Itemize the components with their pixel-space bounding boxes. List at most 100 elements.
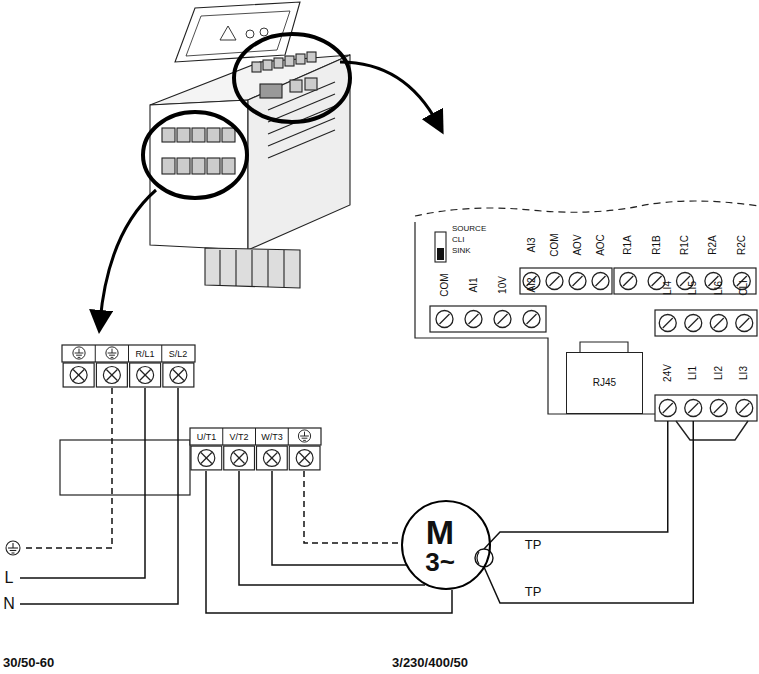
terminal-label: V/T2 — [230, 432, 249, 441]
terminal-label: LI3 — [739, 366, 749, 380]
motor-letter: M — [426, 515, 454, 549]
drive-illustration — [307, 52, 316, 62]
terminal-block — [523, 311, 540, 328]
power-terminal-block — [298, 430, 310, 442]
drive-illustration — [162, 128, 175, 142]
power-terminal-block — [95, 345, 96, 362]
terminal-block — [736, 315, 753, 332]
drive-illustration — [260, 28, 268, 36]
power-terminal-block — [96, 363, 127, 387]
power-terminal-block — [161, 345, 162, 362]
terminal-label: R1C — [680, 235, 690, 255]
power-terminal-block — [63, 363, 94, 387]
wire — [239, 471, 425, 585]
terminal-label: LI2 — [714, 366, 724, 380]
drive-illustration — [192, 128, 205, 142]
drive-illustration — [305, 78, 317, 90]
power-terminal-block — [222, 428, 223, 445]
terminal-label: W/T3 — [261, 432, 283, 441]
terminal-label: AOC — [596, 234, 606, 256]
terminal-label: R1B — [652, 235, 662, 254]
drive-illustration — [285, 56, 294, 66]
drive-illustration — [267, 250, 268, 287]
selector-switch — [435, 232, 446, 262]
motor-rating: 3/230/400/50 — [392, 656, 468, 669]
wire — [20, 388, 145, 578]
drive-illustration — [283, 250, 284, 287]
drive-illustration — [260, 84, 282, 98]
power-terminal-block — [128, 345, 129, 362]
terminal-label: AOV — [573, 234, 583, 255]
drive-illustration — [150, 100, 248, 250]
power-terminal-block — [62, 345, 195, 362]
terminal-block — [430, 306, 546, 332]
jumper-bracket — [676, 421, 748, 440]
panel-outline — [415, 222, 655, 414]
drive-illustration — [248, 55, 350, 250]
terminal-label: R2A — [708, 235, 718, 254]
power-terminal-block — [106, 347, 118, 359]
pointer-arrow — [340, 62, 438, 124]
terminal-block — [494, 311, 511, 328]
drive-illustration — [268, 130, 335, 158]
drive-illustration — [207, 128, 220, 142]
terminal-label: AI3 — [527, 237, 537, 252]
drive-illustration — [177, 128, 190, 142]
port-label: RJ45 — [593, 378, 616, 388]
terminal-block — [736, 400, 753, 417]
supply-rating: 30/50-60 — [3, 656, 54, 669]
terminal-block — [546, 273, 563, 290]
drive-illustration — [175, 2, 300, 62]
terminal-block — [655, 395, 757, 421]
terminal-block — [685, 400, 702, 417]
terminal-label: U/T1 — [197, 432, 217, 441]
terminal-block — [685, 315, 702, 332]
highlight-circle — [234, 34, 350, 122]
switch-position: SINK — [452, 247, 471, 255]
drive-illustration — [186, 11, 290, 56]
switch-position: SOURCE — [452, 225, 486, 233]
wire — [206, 471, 452, 613]
drive-illustration — [177, 158, 190, 174]
drive-illustration — [150, 2, 350, 288]
terminal-block — [655, 310, 757, 336]
thermistor-label: TP — [525, 538, 542, 551]
terminal-label: R2C — [737, 235, 747, 255]
drive-illustration — [252, 62, 261, 72]
drive-illustration — [222, 128, 235, 142]
terminal-block — [465, 311, 482, 328]
power-terminal-block — [130, 363, 161, 387]
wire — [20, 388, 178, 604]
drive-illustration — [235, 250, 236, 286]
drive-illustration — [290, 80, 302, 92]
power-terminal-block — [163, 363, 194, 387]
power-terminal-block — [73, 347, 85, 359]
phase-label: 3~ — [425, 549, 455, 575]
terminal-block — [655, 310, 757, 336]
drive-illustration — [296, 54, 305, 64]
selector-switch — [435, 232, 446, 262]
terminal-label: AI2 — [527, 277, 537, 292]
terminal-block — [710, 315, 727, 332]
terminal-label: LI6 — [714, 281, 724, 295]
thermistor-symbol — [477, 552, 479, 564]
terminal-label: R/L1 — [135, 349, 154, 358]
terminal-block — [710, 400, 727, 417]
terminal-block — [592, 273, 609, 290]
wire — [20, 388, 693, 613]
supply-line-label: N — [3, 596, 15, 612]
wire — [272, 471, 406, 565]
terminal-block — [614, 268, 756, 294]
drive-illustration — [222, 158, 235, 174]
drive-illustration — [220, 26, 236, 40]
terminal-block — [659, 400, 676, 417]
terminal-block — [569, 273, 586, 290]
terminal-block — [520, 268, 612, 294]
drive-illustration — [251, 250, 252, 286]
terminal-label: LI1 — [688, 366, 698, 380]
drive-illustration — [274, 58, 283, 68]
motor-circle: M3~ — [401, 500, 491, 590]
terminal-label: S/L2 — [169, 349, 188, 358]
wire — [23, 388, 112, 548]
